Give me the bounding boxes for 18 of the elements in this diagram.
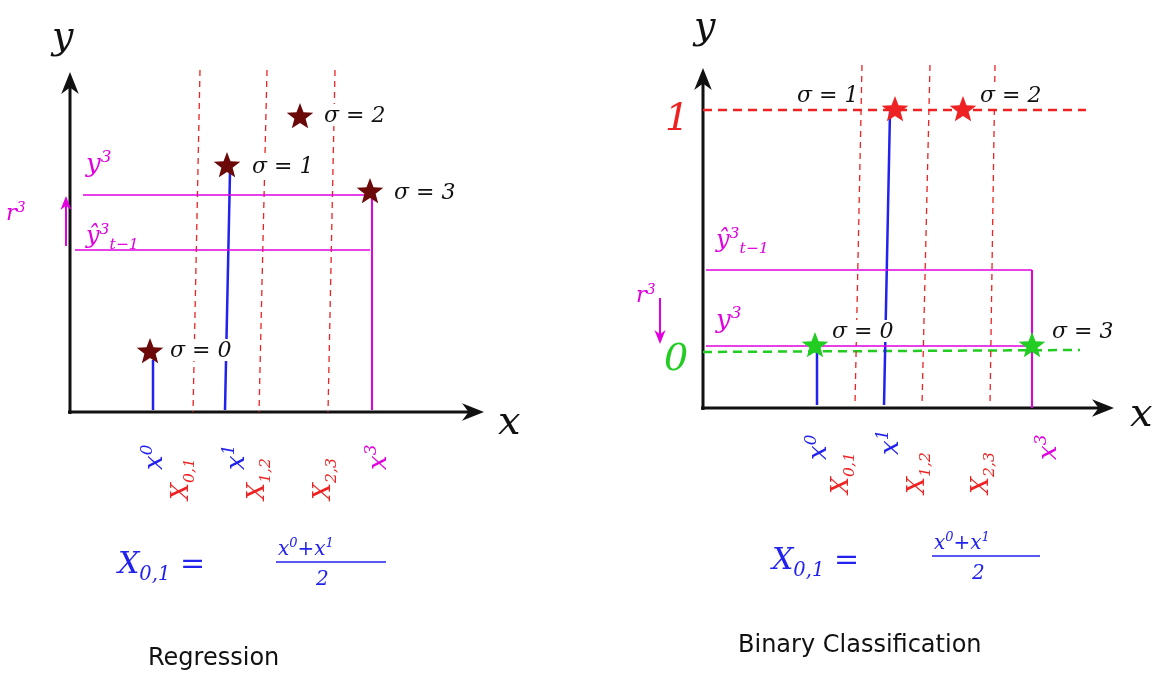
- caption-text: Regression: [148, 645, 280, 669]
- formula-denominator: 2: [972, 562, 985, 582]
- sigma-label: σ = 0: [830, 320, 896, 342]
- axis-label: x: [498, 400, 521, 440]
- caption-text: Binary Classification: [738, 632, 982, 656]
- class-label: 1: [665, 98, 690, 136]
- formula-text: X$_{0,1}$ =: [772, 544, 860, 580]
- residual-label: r$^{3}$: [636, 282, 656, 307]
- formula-text: X$_{0,1}$ =: [118, 548, 206, 584]
- class-label: 0: [664, 338, 689, 376]
- residual-label: r$^{3}$: [6, 200, 26, 225]
- target-label: y$^{3}$: [716, 304, 742, 332]
- axis-label: x: [1130, 392, 1153, 432]
- target-label: y$^{3}$: [86, 148, 112, 176]
- formula-numerator: x$^{0}$+x$^{1}$: [934, 530, 990, 552]
- formula-denominator: 2: [316, 568, 329, 588]
- formula-numerator: x$^{0}$+x$^{1}$: [278, 536, 334, 558]
- sigma-label: σ = 0: [168, 339, 234, 361]
